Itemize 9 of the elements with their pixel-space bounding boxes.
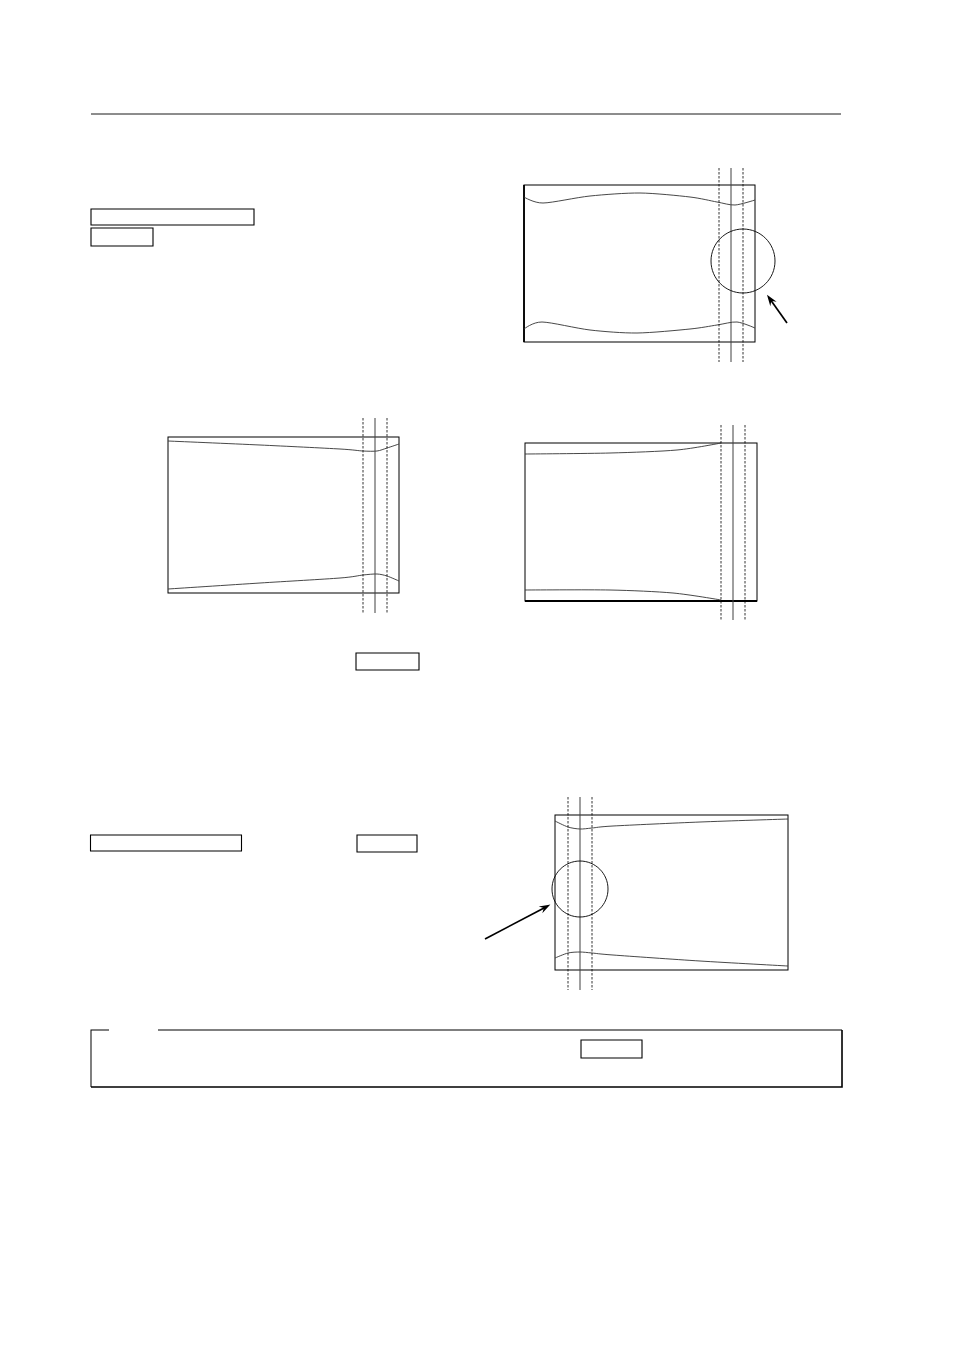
highlight-circle [551, 860, 609, 918]
highlight-circle [710, 228, 776, 294]
note-panel [90, 1029, 843, 1088]
empty-box [580, 1039, 643, 1059]
empty-box [355, 652, 420, 671]
empty-box [90, 227, 154, 247]
empty-box [356, 834, 418, 853]
empty-box [90, 208, 255, 226]
empty-box [89, 834, 243, 852]
